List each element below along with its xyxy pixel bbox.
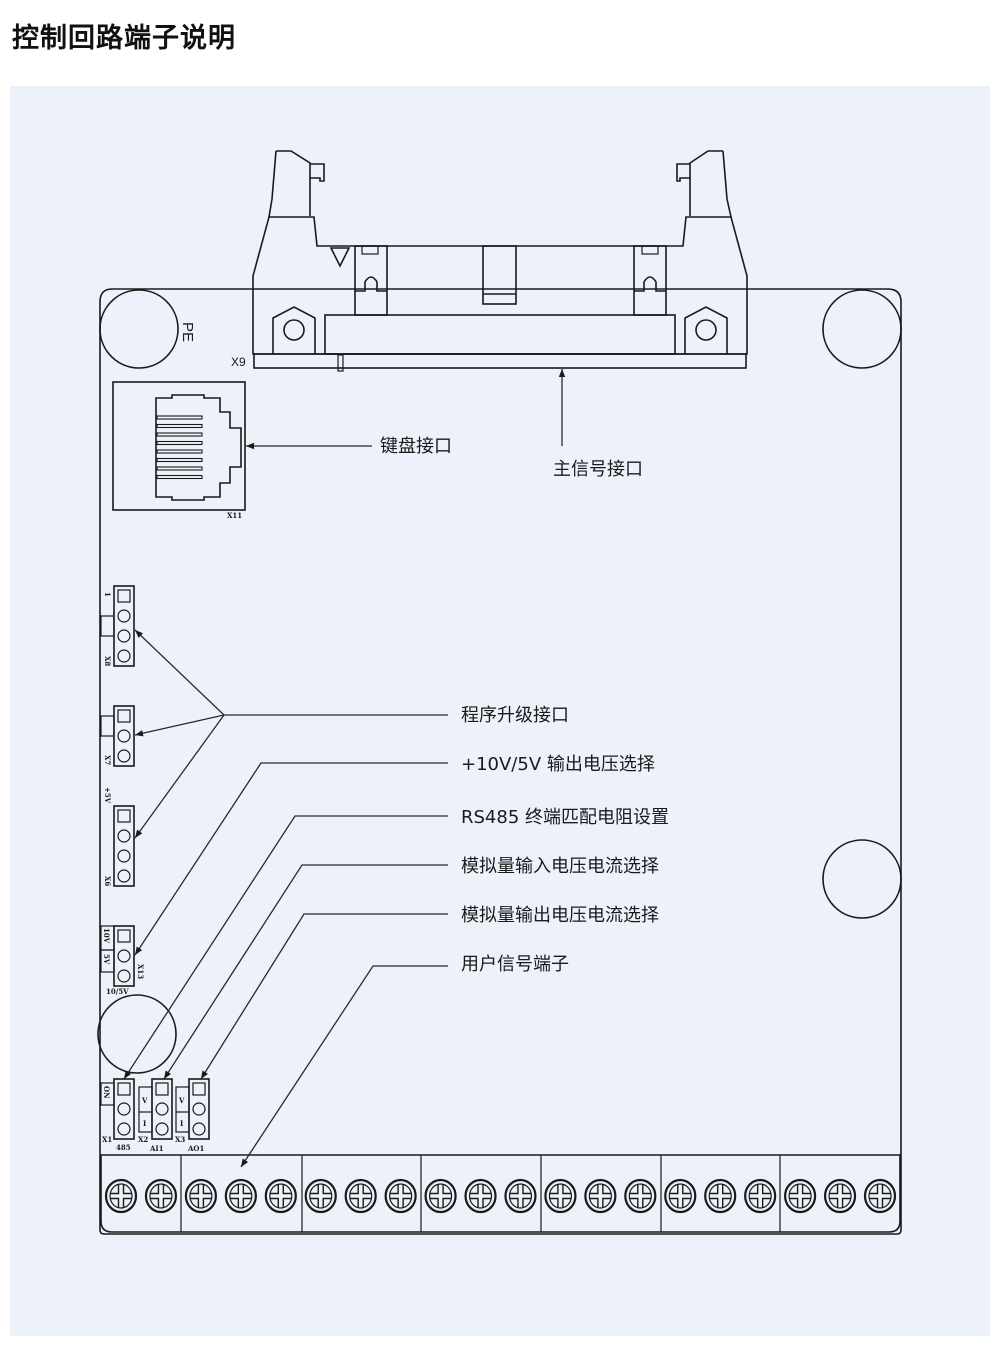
terminal-screw[interactable]	[544, 1178, 577, 1214]
terminal-screw[interactable]	[624, 1178, 657, 1214]
mounting-hole-top-right	[822, 289, 902, 369]
terminal-screw[interactable]	[424, 1178, 457, 1214]
terminal-screw[interactable]	[344, 1178, 377, 1214]
rj45-contact-pin	[156, 423, 203, 429]
rj45-contact-pin	[156, 457, 203, 463]
x7-label: X7	[103, 755, 112, 765]
mounting-hole-bottom-left	[97, 994, 177, 1074]
callout-main-signal: 主信号接口	[553, 459, 643, 480]
x3-v-mark: V	[178, 1096, 185, 1105]
x13-5v-mark: 5V	[102, 954, 111, 965]
x9-label: X9	[231, 355, 246, 369]
rj45-contact-pin	[156, 440, 203, 446]
x8-label: X8	[103, 656, 112, 666]
terminal-screw[interactable]	[863, 1178, 897, 1214]
user-terminal-strip	[100, 1154, 901, 1233]
callout-rs485-termination: RS485 终端匹配电阻设置	[461, 807, 669, 828]
x13-caption: 10/5V	[106, 987, 129, 996]
terminal-screw[interactable]	[464, 1178, 497, 1214]
terminal-screw[interactable]	[784, 1178, 817, 1214]
jumper-x3	[175, 1078, 210, 1140]
terminal-screw[interactable]	[584, 1178, 617, 1214]
keyboard-rj45-jack	[112, 381, 246, 511]
x11-label: X11	[227, 511, 242, 520]
mounting-hole-top-left	[99, 289, 179, 369]
rj45-contact-pin	[156, 432, 203, 437]
terminal-screw[interactable]	[184, 1178, 217, 1214]
x2-v-mark: V	[141, 1096, 148, 1105]
x2-label: X2	[138, 1135, 148, 1144]
x3-i-mark: I	[180, 1119, 183, 1128]
callout-ai-select: 模拟量输入电压电流选择	[461, 856, 659, 877]
x3-caption: AO1	[187, 1144, 205, 1153]
callout-keyboard: 键盘接口	[380, 436, 452, 457]
callout-ao-select: 模拟量输出电压电流选择	[461, 905, 659, 926]
board-outline	[99, 288, 902, 1235]
rj45-contact-pin	[156, 466, 203, 471]
main-signal-connector	[252, 150, 748, 372]
x3-label: X3	[175, 1135, 185, 1144]
x6-plus5v-mark: +5V	[103, 787, 112, 804]
rj45-contact-pin	[156, 449, 203, 454]
x1-on-mark: ON	[102, 1086, 111, 1099]
header-x13	[100, 925, 135, 987]
x2-i-mark: I	[143, 1119, 146, 1128]
terminal-screw[interactable]	[384, 1178, 417, 1214]
terminal-screw[interactable]	[823, 1178, 857, 1214]
x2-caption: AI1	[149, 1144, 164, 1153]
terminal-screw[interactable]	[664, 1178, 697, 1214]
x6-label: X6	[103, 876, 112, 886]
terminal-screw[interactable]	[504, 1178, 537, 1214]
terminal-screw[interactable]	[224, 1178, 257, 1214]
callout-voltage-select: +10V/5V 输出电压选择	[461, 754, 655, 775]
mounting-hole-right-middle	[822, 839, 902, 919]
x8-pin1-mark: 1	[103, 592, 112, 597]
rj45-contact-pin	[156, 474, 203, 480]
x1-caption: 485	[116, 1143, 131, 1152]
header-x8	[100, 585, 135, 667]
terminal-screw[interactable]	[304, 1178, 337, 1214]
terminal-screw[interactable]	[704, 1178, 737, 1214]
page-title: 控制回路端子说明	[12, 23, 236, 54]
callout-leaders	[123, 369, 566, 1168]
pe-label: PE	[179, 322, 196, 342]
terminal-screw[interactable]	[264, 1178, 297, 1214]
callout-program-upgrade: 程序升级接口	[461, 705, 569, 726]
jumper-x2	[138, 1078, 173, 1140]
terminal-screw[interactable]	[144, 1178, 178, 1214]
x1-label: X1	[102, 1135, 112, 1144]
header-x7	[100, 705, 135, 767]
callout-user-terminals: 用户信号端子	[461, 954, 569, 975]
x13-label: X13	[136, 964, 145, 979]
header-x6	[113, 805, 135, 887]
x13-10v-mark: 10V	[102, 928, 111, 944]
terminal-screw[interactable]	[104, 1178, 138, 1214]
rj45-contact-pin	[156, 415, 203, 420]
terminal-screw[interactable]	[744, 1178, 777, 1214]
